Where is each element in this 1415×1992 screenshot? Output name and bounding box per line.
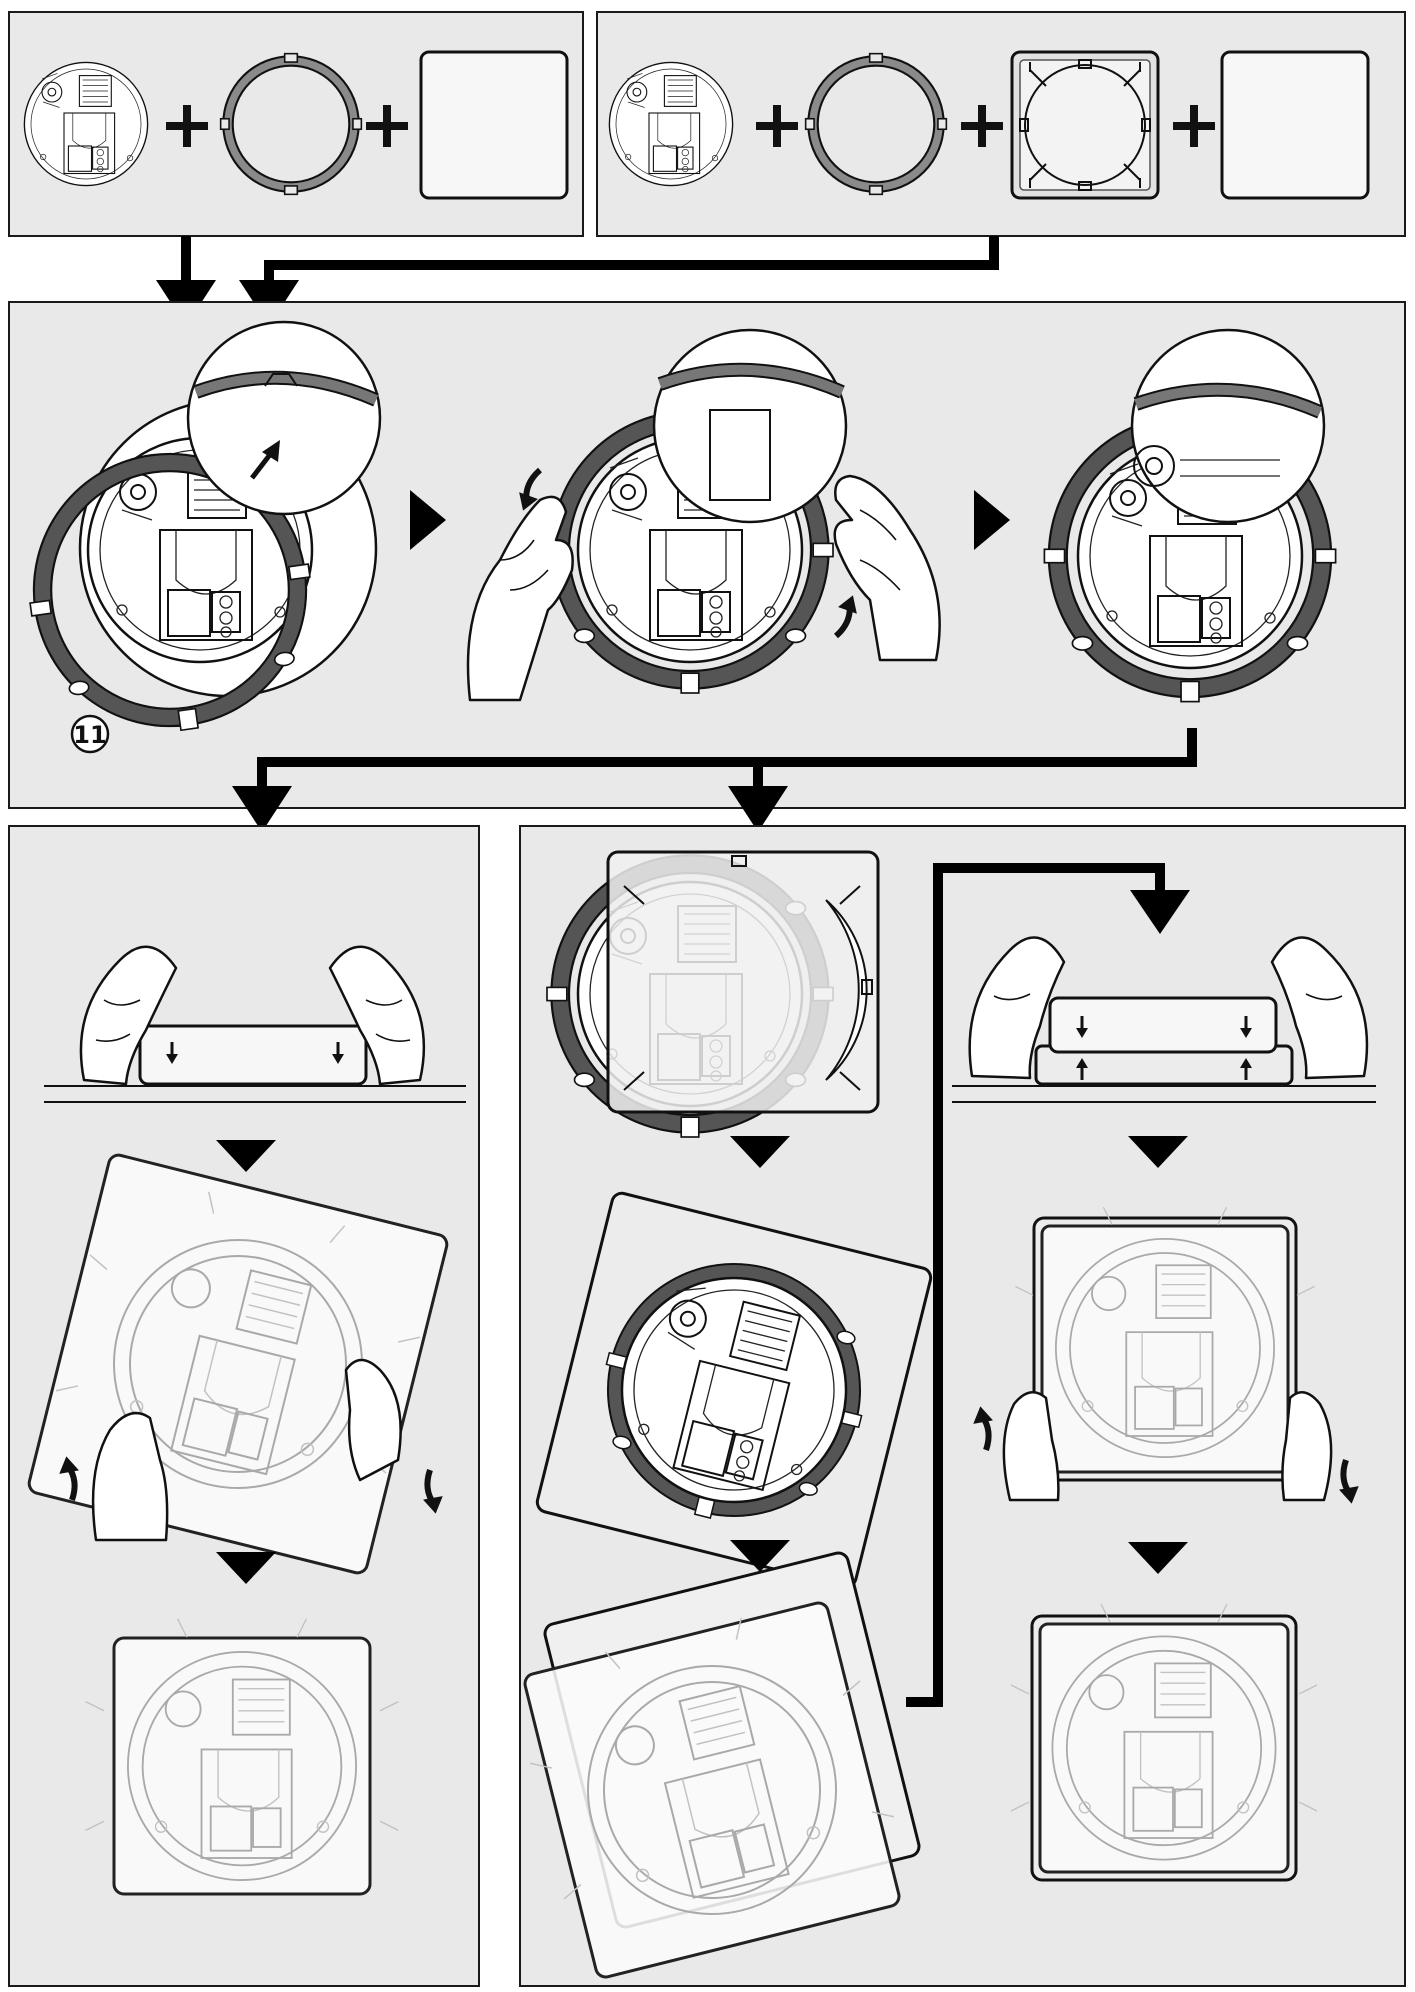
square-cover-icon: [1220, 50, 1370, 200]
plus-icon: [961, 105, 1003, 147]
installed-cover: [84, 1617, 400, 1896]
detector-base-icon: [608, 61, 734, 187]
right-hand: [344, 1358, 402, 1482]
ring-seated-step: [1044, 328, 1335, 702]
detector-base-icon: [23, 61, 149, 187]
down-arrow-icon: [728, 762, 788, 832]
ring-rotation-step: [466, 328, 941, 702]
ring-placement-step: 11: [12, 320, 382, 754]
left-hand: [79, 945, 178, 1086]
arrow-up-right-icon: [250, 440, 280, 480]
components-panel-a: [8, 11, 584, 237]
plus-icon: [366, 105, 408, 147]
stacked-covers-step: [507, 1551, 921, 1979]
down-triangle-icon: [216, 1140, 276, 1172]
down-triangle-icon: [730, 1540, 790, 1572]
left-hand: [466, 495, 574, 702]
plus-icon: [756, 105, 798, 147]
right-hand: [328, 945, 426, 1086]
down-arrow-icon: [232, 728, 1197, 832]
right-hand: [1270, 936, 1369, 1080]
cover-fitting-panel-a: [8, 825, 480, 1987]
cover-fitting-panel-b: [507, 825, 1406, 1987]
right-triangle-icon: [974, 490, 1010, 550]
down-triangle-icon: [216, 1552, 276, 1584]
down-triangle-icon: [1128, 1542, 1188, 1574]
svg-text:11: 11: [73, 721, 106, 749]
magnifier-detail: [1130, 328, 1326, 524]
left-hand: [91, 1411, 169, 1542]
square-cover-icon: [419, 50, 569, 200]
press-cover-step: [952, 936, 1376, 1103]
down-arrow-icon: [906, 863, 1190, 1707]
right-hand: [1281, 1391, 1333, 1502]
installed-cover: [1010, 1603, 1318, 1882]
left-hand: [1002, 1391, 1060, 1502]
right-triangle-icon: [410, 490, 446, 550]
right-hand: [833, 474, 941, 662]
magnifier-detail: [186, 320, 382, 516]
rotate-cover-step: [970, 1206, 1361, 1505]
down-triangle-icon: [730, 1136, 790, 1168]
down-triangle-icon: [1128, 1136, 1188, 1168]
plus-icon: [166, 105, 208, 147]
plus-icon: [1173, 105, 1215, 147]
adapter-plate-icon: [1010, 50, 1160, 200]
press-cover-step: [44, 945, 466, 1103]
rotated-plate-step: [535, 1191, 933, 1589]
magnifier-detail: [652, 328, 848, 524]
components-panel-b: [596, 11, 1406, 237]
adapter-plate-step: [547, 852, 880, 1137]
ring-fitting-panel: 11: [9, 301, 1406, 809]
ring-part-number-callout: 11: [70, 714, 110, 754]
left-hand: [968, 936, 1066, 1080]
